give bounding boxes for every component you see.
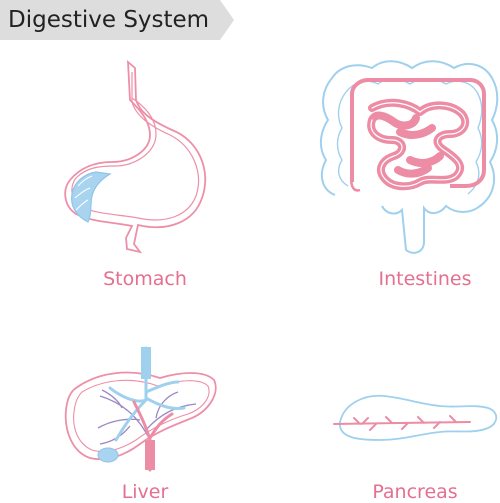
intestines-icon (320, 60, 499, 254)
page-title: Digestive System (8, 7, 210, 33)
stomach-icon (64, 59, 207, 254)
stomach-label: Stomach (103, 268, 187, 290)
liver-icon (64, 346, 217, 472)
title-banner (0, 0, 234, 40)
intestines-label: Intestines (378, 268, 472, 290)
liver-label: Liver (121, 481, 169, 503)
pancreas-icon (333, 394, 498, 441)
pancreas-label: Pancreas (372, 481, 458, 503)
